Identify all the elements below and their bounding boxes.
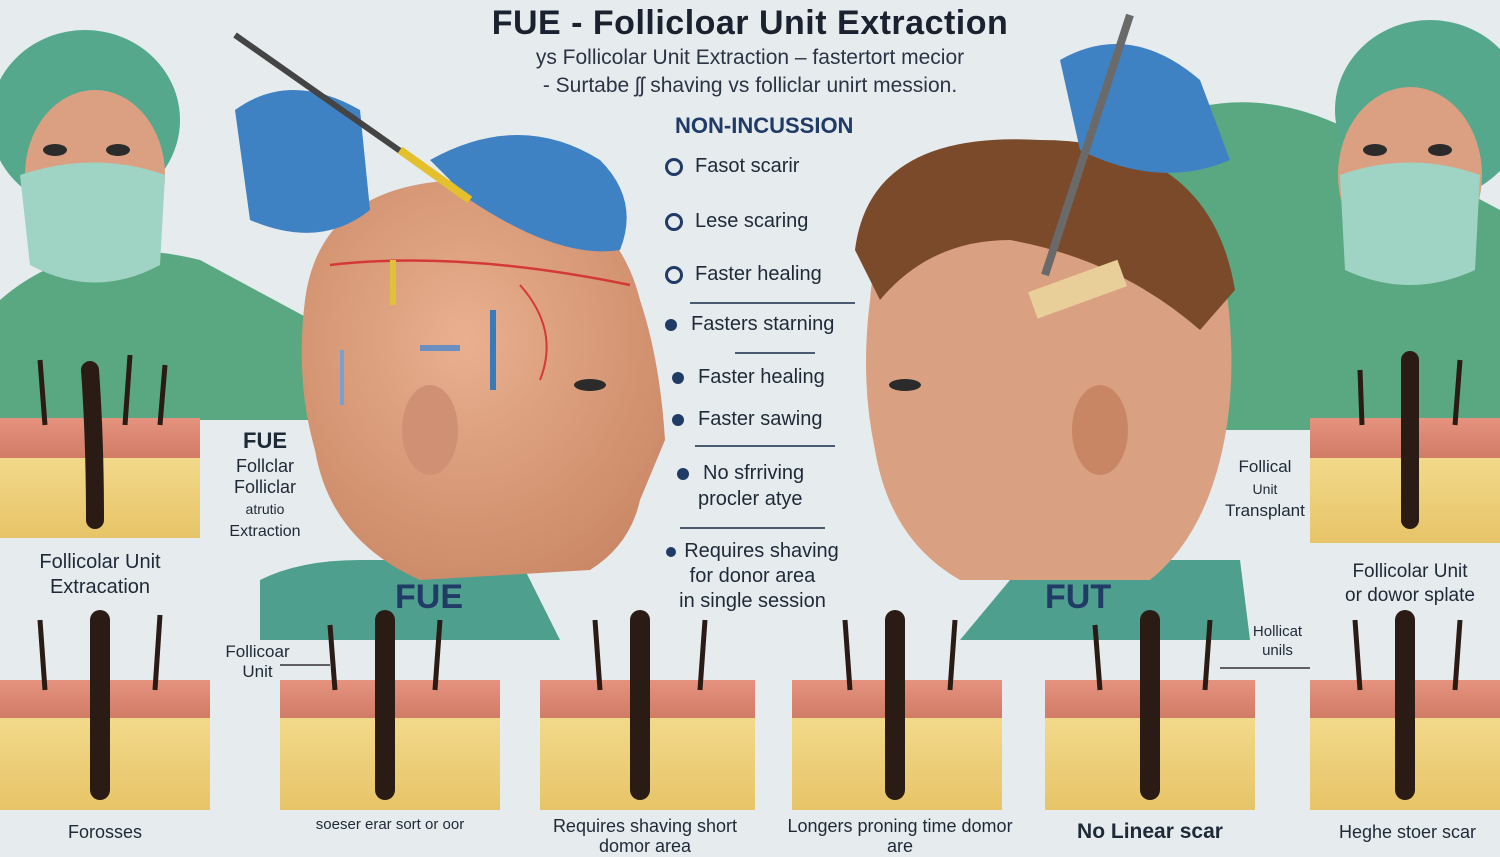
benefit-label: No sfrriving	[703, 462, 805, 484]
benefit-label: Fasters starning	[691, 313, 835, 335]
glove-left-hand	[233, 32, 627, 252]
left-diagram-label-line: Extracation	[49, 576, 151, 598]
page-title: FUE - Follicloar Unit Extraction	[491, 4, 1009, 42]
benefit-label: Fasot scarir	[695, 155, 800, 177]
caption-6: Heghe stoer scar	[1338, 822, 1477, 842]
fut-description-line: Unit	[1252, 481, 1278, 497]
skin-diagram-top-left	[0, 354, 200, 538]
right-diagram-label: Follicolar Unit or dowor splate	[1315, 560, 1500, 608]
benefit-item: Lese scaring	[665, 210, 808, 233]
bullet-icon	[665, 318, 677, 331]
hollicat-pointer-label: Hollicat unils	[1230, 622, 1325, 660]
fut-description-line: Follical	[1238, 457, 1292, 476]
divider	[695, 445, 835, 447]
benefit-item: Fasot scarir	[665, 155, 799, 178]
glove-right-hand	[1041, 13, 1230, 277]
skin-diagram-bottom-1	[0, 610, 210, 810]
fue-description: Follclar Folliclar atrutio Extraction	[205, 456, 325, 542]
pointer-label-line: Follicoar	[225, 642, 290, 661]
bullet-icon	[677, 467, 689, 480]
bullet-icon	[672, 371, 684, 384]
caption-5: No Linear scar	[1077, 820, 1223, 843]
benefit-item: Faster sawing	[672, 408, 823, 431]
skin-diagram-top-right	[1310, 351, 1500, 543]
benefit-item: Fasters starning	[665, 313, 834, 336]
benefit-item: Faster healing	[672, 366, 825, 389]
fut-description-line: Transplant	[1225, 501, 1305, 520]
caption-1: Forosses	[67, 822, 143, 842]
subtitle-line-1: ys Follicolar Unit Extraction – fasterto…	[535, 46, 965, 69]
note-line: Requires shaving	[684, 540, 839, 562]
fue-description-line: Extraction	[229, 523, 301, 540]
skin-diagram-bottom-4	[792, 610, 1002, 810]
follicular-unit-pointer-label: Follicoar Unit	[210, 642, 305, 682]
right-diagram-label-line: or dowor splate	[1345, 585, 1475, 606]
benefit-item: Faster healing	[665, 263, 822, 286]
patient-fut-figure	[855, 139, 1250, 640]
benefit-label: Faster sawing	[698, 408, 823, 430]
surgeon-right-figure	[1160, 20, 1500, 430]
subtitle-line-2: - Surtabe ʃʃ shaving vs folliclar unirt …	[542, 74, 958, 97]
right-diagram-label-line: Follicolar Unit	[1352, 561, 1468, 582]
divider	[735, 352, 815, 354]
caption-3: Requires shaving short domor area	[552, 816, 738, 856]
note-line: in single session	[679, 590, 826, 612]
divider	[690, 302, 855, 304]
benefits-heading: NON-INCUSSION	[675, 113, 854, 138]
fue-description-line: Follclar	[235, 456, 294, 476]
benefit-label: Faster healing	[695, 263, 822, 285]
benefit-item-continuation: procler atye	[698, 488, 803, 511]
skin-diagram-bottom-3	[540, 610, 755, 810]
benefit-label: Lese scaring	[695, 210, 809, 232]
note-line: for donor area	[689, 565, 816, 587]
fut-description: Follical Unit Transplant	[1200, 456, 1330, 522]
fue-small-label: FUE	[243, 428, 287, 453]
ring-bullet-icon	[665, 212, 683, 231]
fut-label: FUT	[1045, 578, 1112, 616]
bullet-icon	[666, 546, 677, 557]
skin-diagram-bottom-6	[1310, 610, 1500, 810]
skin-diagram-bottom-2	[280, 610, 500, 810]
patient-fue-figure	[260, 180, 665, 640]
benefit-label: Faster healing	[698, 366, 825, 388]
fue-label: FUE	[395, 578, 463, 616]
pointer-label-line: unils	[1262, 642, 1293, 659]
divider	[680, 527, 825, 529]
fue-description-line: atrutio	[245, 501, 285, 517]
pointer-label-line: Unit	[242, 662, 273, 681]
left-diagram-label-line: Follicolar Unit	[39, 551, 161, 573]
caption-4: Longers proning time domor are	[787, 816, 1013, 856]
pointer-label-line: Hollicat	[1252, 623, 1303, 640]
benefit-label: procler atye	[698, 488, 803, 510]
ring-bullet-icon	[665, 157, 683, 176]
fue-description-line: Folliclar	[233, 477, 296, 497]
bullet-icon	[672, 413, 684, 426]
caption-2: soeser erar sort or oor	[315, 816, 465, 833]
left-diagram-label: Follicolar Unit Extracation	[10, 550, 190, 600]
benefit-item: No sfrriving	[677, 462, 804, 485]
skin-diagram-bottom-5	[1045, 610, 1255, 810]
requirement-note: Requires shaving for donor area in singl…	[645, 539, 860, 614]
ring-bullet-icon	[665, 265, 683, 284]
